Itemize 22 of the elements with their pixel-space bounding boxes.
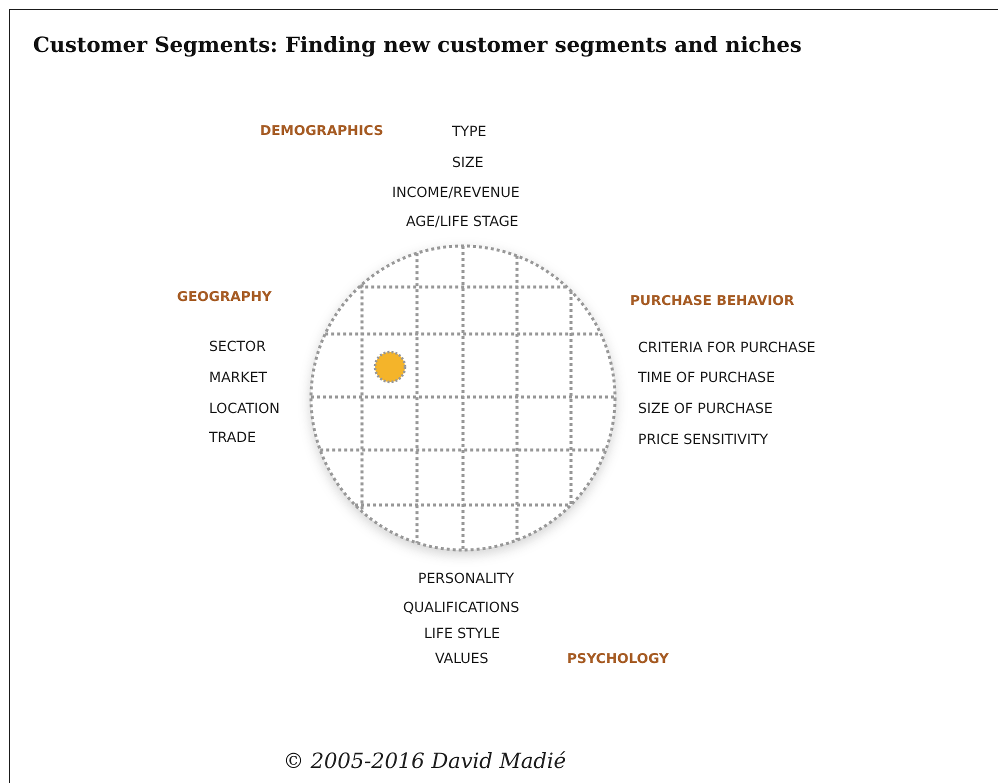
segment-label: QUALIFICATIONS [403,599,520,617]
segment-label: LIFE STYLE [424,625,500,643]
diagram-title: Customer Segments: Finding new customer segments and niches [33,32,802,57]
copyright-caption: © 2005-2016 David Madié [283,749,566,773]
segment-label: INCOME/REVENUE [392,184,520,202]
category-heading: GEOGRAPHY [177,288,272,306]
segment-label: AGE/LIFE STAGE [406,213,518,231]
segment-label: SIZE [452,154,484,172]
category-heading: PSYCHOLOGY [567,650,669,668]
segment-label: TRADE [209,429,256,447]
segment-label: LOCATION [209,400,280,418]
segment-label: TIME OF PURCHASE [638,369,775,387]
segment-label: PERSONALITY [418,570,514,588]
segment-label: PRICE SENSITIVITY [638,431,768,449]
segment-label: MARKET [209,369,267,387]
category-heading: DEMOGRAPHICS [260,122,384,140]
segment-label: SIZE OF PURCHASE [638,400,773,418]
segment-label: VALUES [435,650,488,668]
segment-label: SECTOR [209,338,266,356]
segment-label: TYPE [452,123,486,141]
category-heading: PURCHASE BEHAVIOR [630,292,794,310]
segment-label: CRITERIA FOR PURCHASE [638,339,816,357]
